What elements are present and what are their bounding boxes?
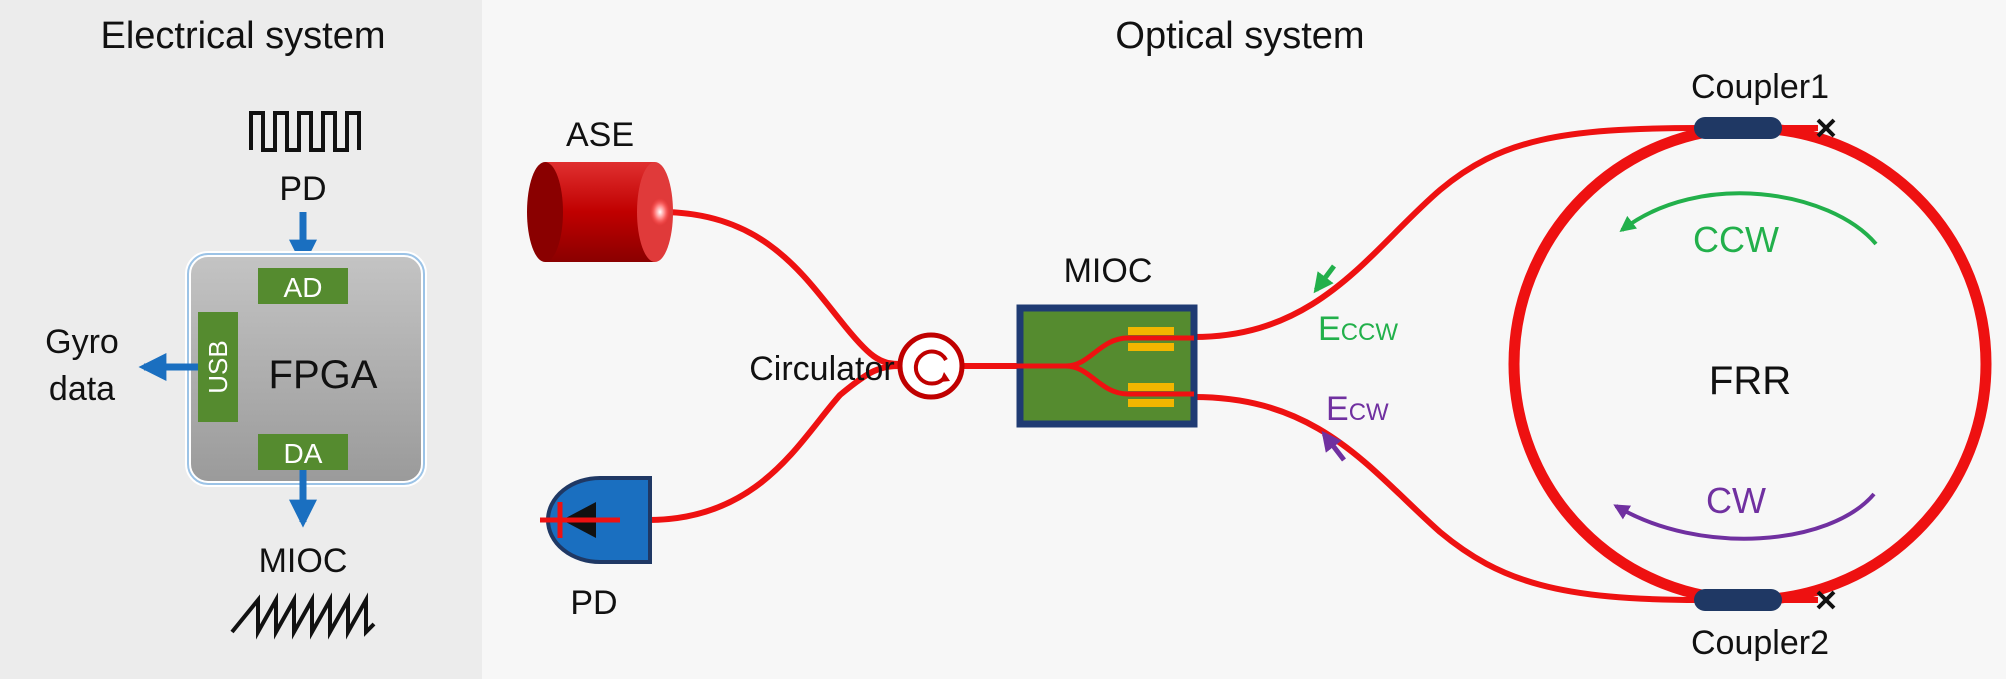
optical-mioc-label: MIOC [1064,252,1153,290]
ase-label: ASE [566,116,634,154]
electrical-pd-label: PD [279,170,326,208]
da-block [258,434,348,470]
coupler1 [1694,117,1782,139]
coupler1-terminal-icon [1816,118,1836,138]
cw-arrow [1613,492,1876,541]
mioc-y-junction [1016,335,1194,397]
fiber-mioc-to-coupler1 [1191,125,1703,340]
coupler2 [1694,589,1782,611]
ase-source-icon [527,162,673,262]
fiber-paths [645,125,1703,603]
electrical-mioc-label: MIOC [259,542,348,580]
electrical-system-title: Electrical system [100,15,385,57]
circulator-label: Circulator [749,350,894,388]
optical-system-title: Optical system [1115,15,1364,57]
optical-pd-label: PD [570,584,617,622]
ecw-label: ECW [1326,390,1389,428]
circulator-icon [897,332,965,400]
coupler1-label: Coupler1 [1691,68,1829,106]
eccw-label: ECCW [1318,310,1398,348]
usb-block [198,312,238,422]
fiber-mioc-to-coupler2 [1191,394,1703,603]
mioc-electrodes [1128,327,1174,407]
coupler2-terminal-icon [1816,590,1836,610]
fiber-ase-to-circulator [657,209,903,367]
da-label: DA [284,438,323,469]
square-wave-icon [249,111,361,152]
ad-block [258,268,348,304]
cw-label: CW [1706,480,1766,521]
ccw-arrow [1619,191,1878,246]
eccw-arrow [1313,264,1336,294]
usb-label: USB [203,340,233,393]
ad-label: AD [284,272,323,303]
gyro-data-label-line1: Gyro [45,323,119,361]
ecw-arrow [1321,430,1346,462]
fpga-label: FPGA [269,353,378,397]
coupler2-label: Coupler2 [1691,624,1829,662]
sawtooth-wave-icon [230,592,376,640]
ccw-label: CCW [1693,219,1779,260]
frr-label: FRR [1709,359,1791,403]
photodiode-icon [540,476,652,564]
gyro-data-label-line2: data [49,370,115,408]
fiber-pd-to-circulator [645,363,903,523]
